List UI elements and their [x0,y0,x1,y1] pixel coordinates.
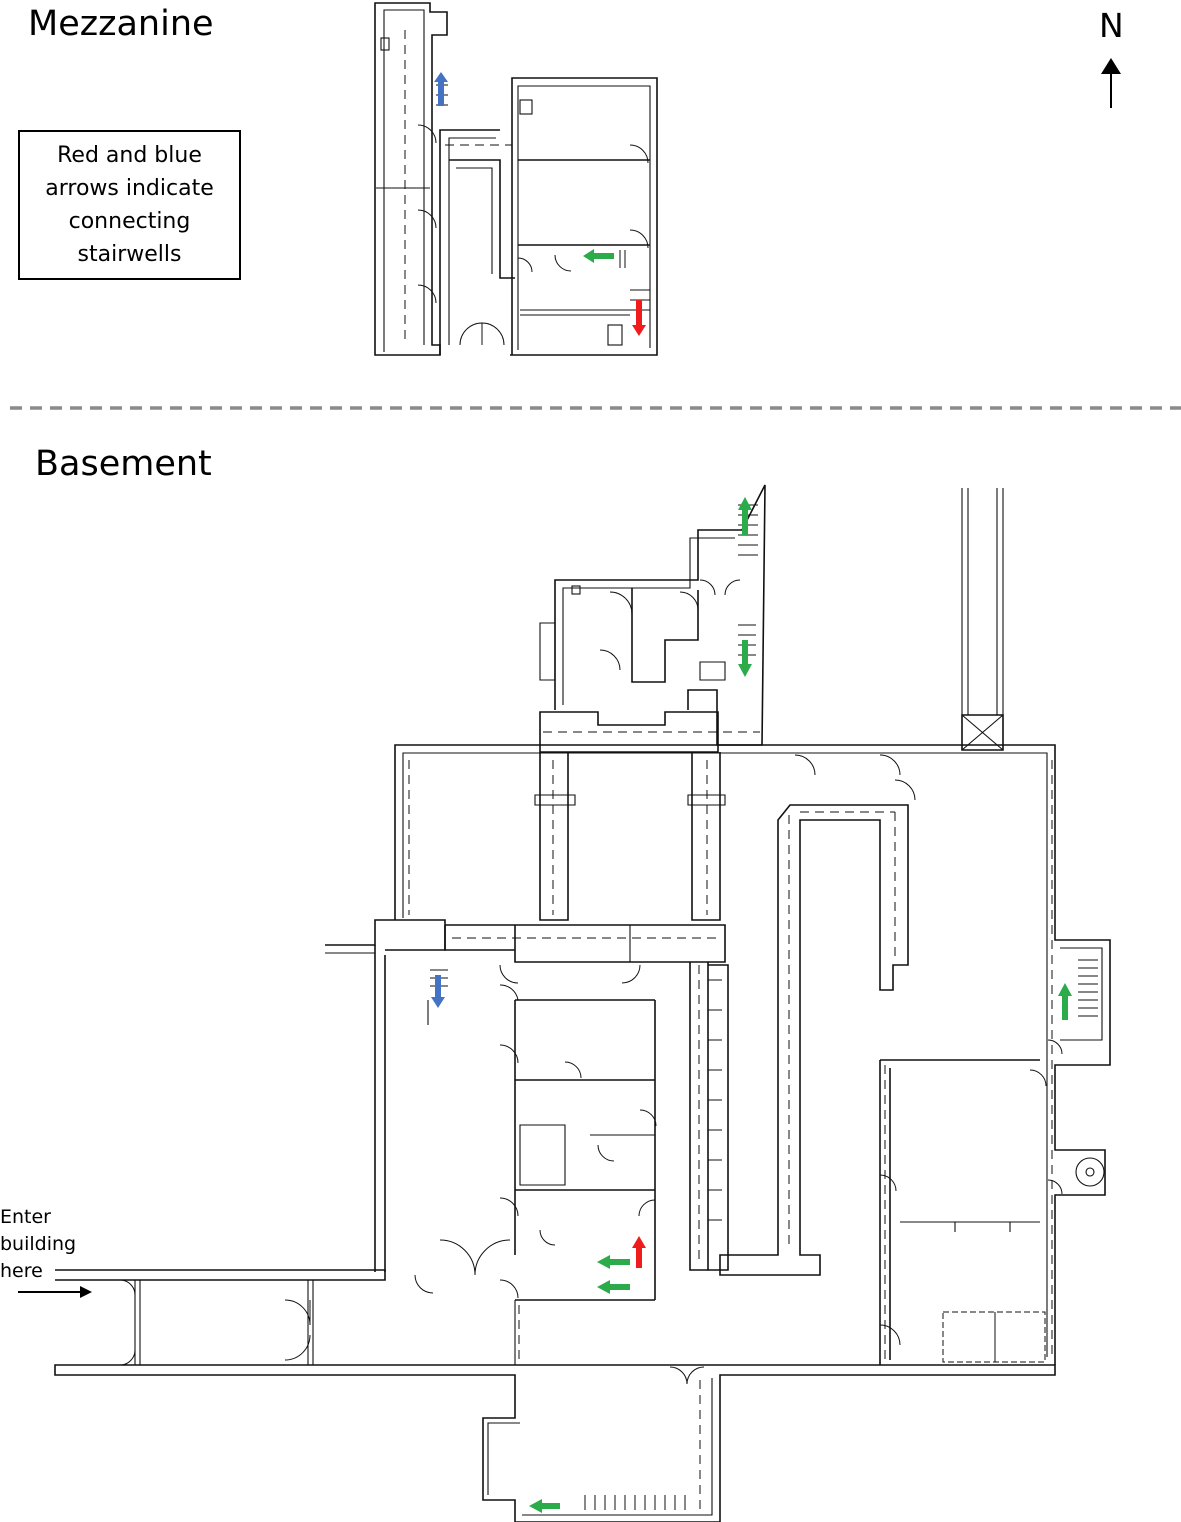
basement-title: Basement [35,444,212,484]
north-label: N [1099,6,1124,45]
mezzanine-plan [374,2,658,356]
entry-arrow-icon [18,1286,92,1298]
basement-plan [54,484,1111,1522]
stair-arrow-icon [431,497,1072,1513]
legend-text: Red and blue arrows indicate connecting … [45,143,214,267]
mezzanine-title: Mezzanine [28,4,214,44]
legend-box: Red and blue arrows indicate connecting … [18,130,241,280]
north-arrow-icon [1101,58,1121,108]
stair-arrow-icon [434,72,646,336]
entry-label: Enter building here [0,1206,77,1282]
